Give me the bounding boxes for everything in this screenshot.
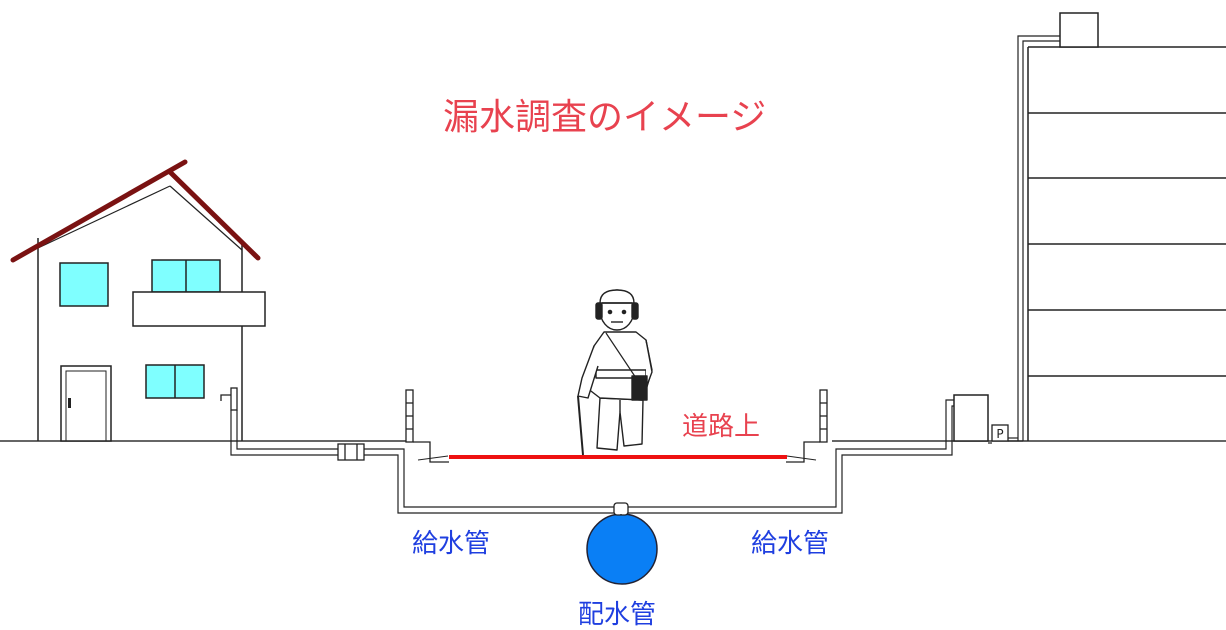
diagram-title: 漏水調査のイメージ: [443, 97, 767, 138]
faucet-icon: [220, 387, 238, 411]
balcony: [132, 291, 266, 327]
saddle-fitting: [613, 502, 629, 516]
water-meter-icon: [337, 443, 365, 461]
distribution-main-label: 配水管: [578, 600, 657, 630]
supply-pipe-to-pump: [988, 437, 1023, 444]
apartment-building-icon: [1027, 12, 1226, 441]
roof: [10, 159, 261, 263]
water-tank-icon: [1059, 12, 1099, 48]
front-door: [60, 365, 112, 442]
road-curb-right: [786, 389, 828, 463]
pump-label: P: [996, 427, 1003, 441]
supply-pipe-label-right: 給水管: [751, 529, 830, 559]
supply-pipe-left: [230, 410, 617, 514]
window: [59, 259, 221, 399]
supply-pipe-label-left: 給水管: [412, 529, 491, 559]
road-surface-label: 道路上: [682, 412, 761, 442]
house-icon: [10, 159, 266, 442]
distribution-main-pipe: [586, 513, 658, 585]
rooftop-pipe: [1017, 35, 1060, 441]
person-with-leak-detector-icon: [577, 289, 653, 456]
supply-pipe-right: [617, 399, 954, 514]
tank-box: [953, 394, 989, 442]
road-curb-left: [405, 389, 449, 463]
pump-icon: [991, 424, 1009, 442]
